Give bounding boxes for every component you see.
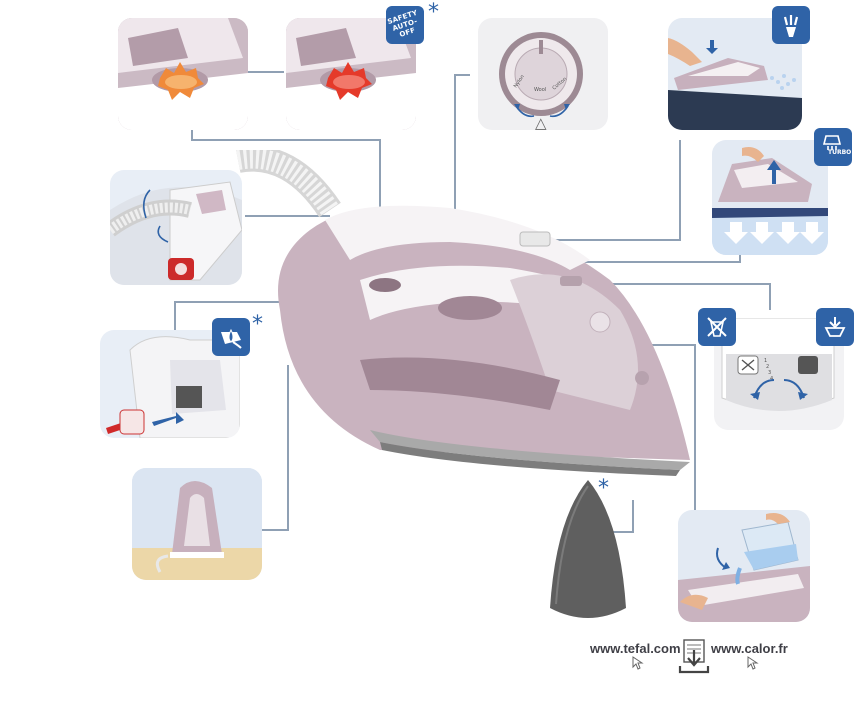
turbo-badge: TURBO: [814, 128, 852, 166]
calc-collector-icon-badge: [816, 308, 854, 346]
anti-calc-label-4: 4: [770, 376, 773, 382]
temperature-dial-illustration: Nylon Wool Cotton △: [499, 32, 583, 130]
tefal-link[interactable]: www.tefal.com: [590, 641, 681, 656]
turbo-steam-icon: [822, 135, 842, 150]
anti-calc-illustration: 1 2 3 4: [721, 318, 835, 411]
optional-feature-star: *: [428, 0, 439, 25]
temperature-light-panel: [118, 18, 248, 130]
auto-off-light-illustration: [286, 18, 416, 130]
water-drop-icon: [221, 328, 242, 349]
turbo-badge-label: TURBO: [828, 149, 852, 156]
steam-iron: [236, 150, 690, 476]
anti-calc-label-1: 1: [764, 358, 767, 364]
vertical-steam-badge: [772, 6, 810, 44]
calc-collector-illustration: [106, 336, 240, 438]
dial-label-wool: Wool: [534, 87, 546, 93]
calc-collector-badge: [212, 318, 250, 356]
cursor-icon-2: [747, 656, 759, 670]
safety-auto-off-badge: SAFETY AUTO-OFF: [386, 6, 424, 44]
calc-collector-removal-panel: [100, 330, 240, 438]
anti-calc-label-3: 3: [768, 370, 771, 376]
optional-feature-star-3: *: [598, 476, 609, 501]
vertical-steam-illustration: [668, 38, 802, 130]
steam-jet-icon: [783, 15, 799, 37]
no-calc-badge: [698, 308, 736, 346]
heel-rest-illustration: [132, 468, 262, 580]
optional-feature-star-2: *: [252, 312, 263, 337]
turbo-steam-illustration: [712, 147, 828, 255]
no-calc-collector-icon: [707, 317, 727, 337]
turbo-steam-panel: [712, 140, 828, 255]
anti-calc-label-2: 2: [766, 364, 769, 370]
soleplate: [550, 480, 626, 618]
cord-storage-illustration: [110, 181, 242, 285]
calor-link[interactable]: www.calor.fr: [711, 641, 788, 656]
download-icon: [678, 639, 710, 674]
dial-marker-triangle: △: [535, 114, 547, 130]
temperature-dial-panel: Nylon Wool Cotton △: [478, 18, 608, 130]
calc-collector-icon: [824, 317, 846, 337]
temperature-light-illustration: [118, 18, 248, 130]
water-fill-illustration: [678, 513, 810, 622]
safety-auto-off-panel: [286, 18, 416, 130]
heel-rest-panel: [132, 468, 262, 580]
cursor-icon: [632, 656, 644, 670]
download-button[interactable]: [676, 638, 712, 676]
cord-storage-panel: [110, 170, 242, 285]
water-fill-panel: [678, 510, 810, 622]
